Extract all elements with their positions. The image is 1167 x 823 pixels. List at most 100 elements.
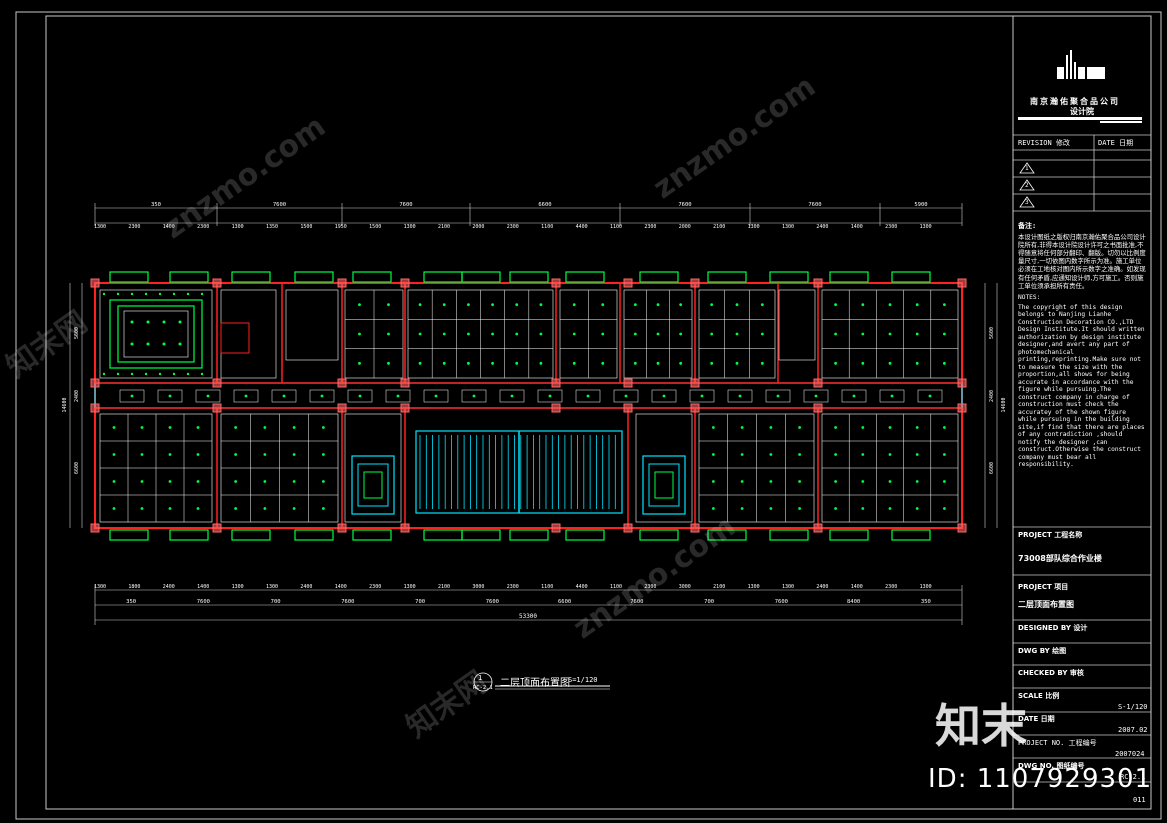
office-grid-s4-light xyxy=(915,453,919,456)
dim-bottom-major: 7600 xyxy=(630,599,643,605)
corridor-light xyxy=(662,394,666,398)
office-grid-n3-light xyxy=(633,332,637,336)
window-north xyxy=(769,271,809,283)
office-grid-s3-light xyxy=(711,507,715,510)
office-grid-n6-light xyxy=(387,361,390,365)
office-grid-n1-light xyxy=(442,303,446,307)
corridor-light xyxy=(510,394,514,398)
revision-mark-1: 1 xyxy=(1025,165,1029,172)
coffer-light xyxy=(130,320,134,324)
office-grid-n1-light xyxy=(442,332,446,336)
office-grid-n3-light xyxy=(656,303,660,307)
corridor-panel xyxy=(537,389,563,403)
dim-bottom-major: 7600 xyxy=(775,599,788,605)
perimeter-light xyxy=(116,292,120,296)
office-grid-n6-light xyxy=(358,332,361,336)
column xyxy=(813,278,823,288)
stair-room xyxy=(285,289,339,361)
coffer-outer xyxy=(109,299,203,369)
corridor-panel xyxy=(765,389,791,403)
dim-bottom-minor: 1400 xyxy=(197,584,209,590)
column xyxy=(551,403,561,413)
lobby-light-1 xyxy=(654,471,674,499)
column xyxy=(623,403,633,413)
designed-by-label: DESIGNED BY 设计 xyxy=(1018,624,1088,632)
title-block-lines xyxy=(1013,134,1151,783)
dim-bottom-minor: 2300 xyxy=(507,584,519,590)
office-grid-n1-light xyxy=(539,332,543,336)
dim-top-major: 7600 xyxy=(678,202,691,208)
corridor-light xyxy=(320,394,324,398)
coffer-light xyxy=(146,320,150,324)
office-grid-n3-light xyxy=(656,332,660,336)
office-grid-n2-light xyxy=(572,332,576,336)
window-north xyxy=(707,271,747,283)
office-grid-n1-light xyxy=(418,303,422,307)
office-grid-s3-light xyxy=(769,507,773,510)
office-grid-s4-light xyxy=(915,507,919,510)
office-grid-s2-light xyxy=(234,480,238,483)
perimeter-light xyxy=(102,372,106,376)
office-grid-s2-light xyxy=(321,453,325,456)
column xyxy=(957,523,967,533)
office-grid-s1-light xyxy=(168,426,172,429)
perimeter-light xyxy=(130,372,134,376)
office-grid-n1-light xyxy=(515,361,519,365)
corridor-light xyxy=(396,394,400,398)
dim-bottom-major: 350 xyxy=(126,599,136,605)
office-grid-s3-light xyxy=(740,453,744,456)
window-south xyxy=(461,529,501,541)
window-south xyxy=(231,529,271,541)
dim-top-minor: 2300 xyxy=(885,224,897,230)
column xyxy=(690,523,700,533)
dim-bottom-major: 700 xyxy=(704,599,714,605)
office-grid-s3-light xyxy=(769,480,773,483)
window-north xyxy=(169,271,209,283)
building-outline xyxy=(94,282,963,529)
notes-block: 备注: 本设计图纸之版权归南京瀚佑聚合品公司设计院所有,非得本设计院设计许可之书… xyxy=(1018,222,1146,471)
office-grid-s2-light xyxy=(321,507,325,510)
corridor-panel xyxy=(309,389,335,403)
office-grid-s4-light xyxy=(834,480,837,483)
office-grid-s1-light xyxy=(112,480,116,483)
office-grid-n2-light xyxy=(601,361,605,365)
office-grid-n4-light xyxy=(760,361,764,365)
office-grid-n3-light xyxy=(633,303,637,307)
window-south xyxy=(352,529,392,541)
column xyxy=(212,523,222,533)
office-grid-n1-light xyxy=(515,303,519,307)
coffer-light xyxy=(130,342,134,346)
office-grid-s3-light xyxy=(769,453,773,456)
office-grid-n3-light xyxy=(679,332,683,336)
perimeter-light xyxy=(158,372,162,376)
office-grid-s4-light xyxy=(943,453,946,456)
coffer-light xyxy=(162,342,166,346)
column xyxy=(90,278,100,288)
project-no-label: PROJECT NO. 工程编号 xyxy=(1018,739,1097,747)
perimeter-light xyxy=(130,292,134,296)
office-grid-s1-light xyxy=(196,453,200,456)
office-grid-s2-light xyxy=(263,453,267,456)
window-south xyxy=(423,529,463,541)
dim-top-major: 7600 xyxy=(273,202,286,208)
office-grid-n1-light xyxy=(467,332,470,336)
lobby-light-0 xyxy=(363,471,383,499)
scale-value: S-1/120 xyxy=(1118,703,1148,711)
office-grid-n2-light xyxy=(601,303,605,307)
window-north xyxy=(891,271,931,283)
column xyxy=(690,378,700,388)
office-grid-n4-light xyxy=(760,303,764,307)
office-grid-s3-light xyxy=(798,453,802,456)
dim-right-0: 5600 xyxy=(989,327,995,339)
office-grid-s3-light xyxy=(711,453,715,456)
office-grid-s2-light xyxy=(292,480,296,483)
corridor-light xyxy=(624,394,628,398)
window-south xyxy=(294,529,334,541)
dim-top-minor: 1300 xyxy=(94,224,106,230)
corridor-light xyxy=(282,394,286,398)
office-grid-n2-light xyxy=(601,332,605,336)
office-grid-s4-light xyxy=(861,480,865,483)
office-grid-s4-light xyxy=(943,426,946,429)
corridor-light xyxy=(738,394,742,398)
